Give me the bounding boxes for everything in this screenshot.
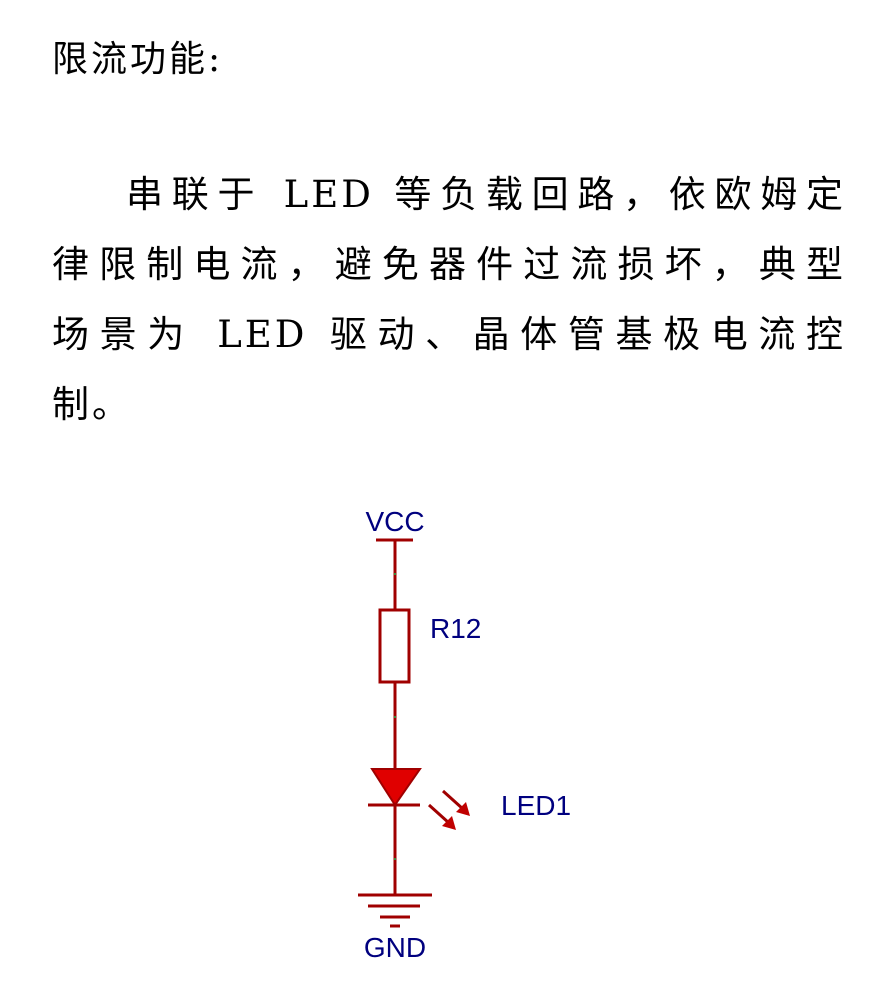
paragraph-line: 串联于 LED 等负载回路，依欧姆定 [126, 173, 846, 216]
vcc-label: VCC [365, 506, 424, 537]
led-label: LED1 [501, 790, 571, 821]
paragraph-line: 律限制电流，避免器件过流损坏，典型 [52, 243, 846, 286]
light-arrow-1 [441, 789, 465, 811]
light-arrow-head-1 [456, 802, 470, 816]
light-arrow-head-2 [442, 816, 456, 830]
paragraph-line: 场景为 LED 驱动、晶体管基极电流控 [52, 313, 846, 356]
resistor-label: R12 [430, 613, 481, 644]
gnd-label: GND [364, 932, 426, 963]
paragraph-line: 制。 [52, 383, 132, 426]
light-arrow-2 [427, 803, 451, 825]
led-diode-triangle [370, 768, 422, 807]
description-paragraph: 串联于 LED 等负载回路，依欧姆定 律限制电流，避免器件过流损坏，典型 场景为… [52, 160, 846, 440]
resistor-r12 [378, 608, 411, 684]
section-heading: 限流功能: [52, 39, 224, 80]
